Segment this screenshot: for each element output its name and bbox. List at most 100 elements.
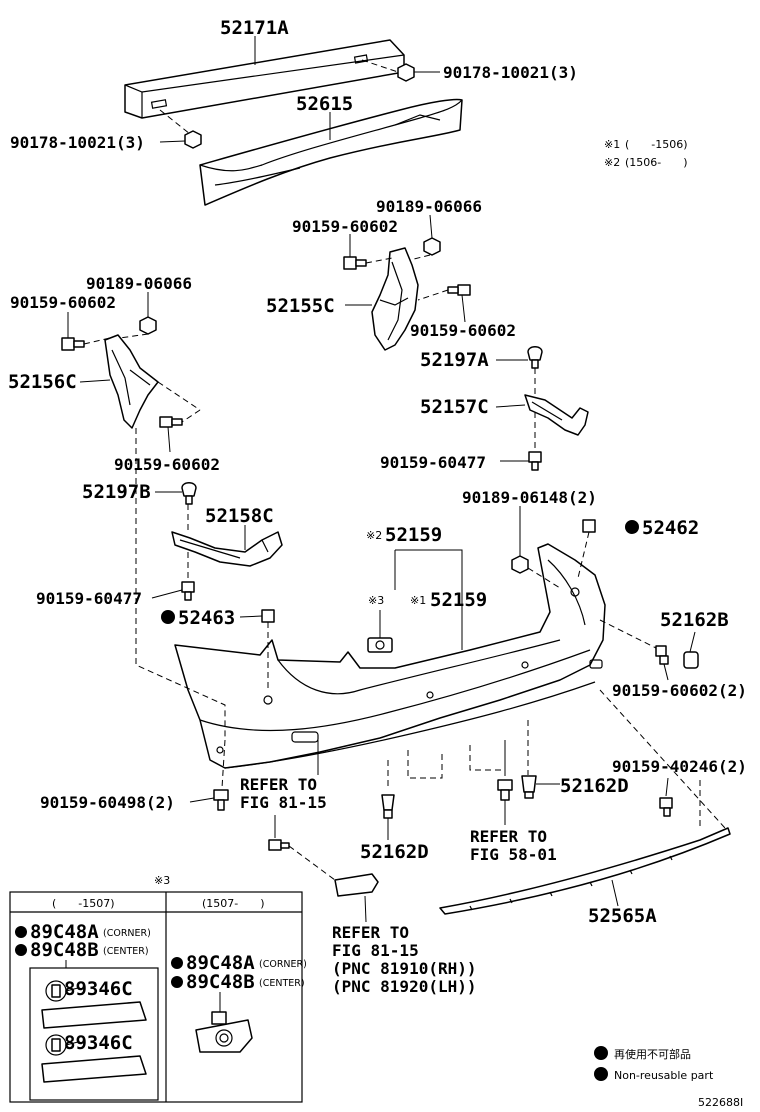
inset-corner: (CORNER) [103, 928, 151, 939]
label-sensor-b2: 89C48B [186, 971, 255, 993]
figure-id: 522688I [698, 1096, 743, 1109]
label-lower-screw: 90159-40246(2) [612, 757, 747, 776]
label-lower-clip: 52162D [560, 775, 629, 797]
square-nut-icon [261, 609, 275, 623]
clip-icon [521, 775, 537, 799]
inset-table [9, 891, 303, 1103]
screw-icon [159, 416, 183, 428]
screw-icon [268, 839, 290, 851]
bolt-icon [497, 779, 513, 801]
label-spoiler: 52565A [588, 905, 657, 927]
r-retainer-drawing [524, 394, 589, 436]
label-l-clip: 52197B [82, 481, 151, 503]
label-bolt-upper-left: 90178-10021(3) [10, 133, 145, 152]
note2-range: (1506- ) [625, 156, 688, 169]
screw-icon [659, 797, 673, 817]
clip-icon [527, 346, 543, 369]
screw-icon [343, 256, 367, 270]
nut-icon [423, 237, 441, 256]
inset-col-right: (1507- ) [202, 897, 265, 910]
ref3-line1: REFER TO [332, 923, 409, 942]
sensor-bracket-drawing [195, 1011, 253, 1053]
label-l-bracket: 52156C [8, 371, 77, 393]
square-nut-icon [582, 519, 596, 533]
r-bracket-drawing [371, 247, 419, 351]
label-l-retainer-screw: 90159-60477 [36, 589, 142, 608]
bolt-icon [397, 63, 415, 82]
inset-corner2: (CORNER) [259, 959, 307, 970]
ref2-line1: REFER TO [470, 827, 547, 846]
label-retainer-1: 89346C [64, 978, 133, 1000]
ref3-line2: FIG 81-15 [332, 941, 419, 960]
ref1-line2: FIG 81-15 [240, 793, 327, 812]
nonreusable-dot [15, 926, 27, 938]
nonreusable-dot [15, 944, 27, 956]
legend-dot [594, 1046, 608, 1060]
label-r-side-screw: 90159-60602(2) [612, 681, 747, 700]
ref3-line3: (PNC 81910(RH)) [332, 959, 477, 978]
nonreusable-dot [171, 957, 183, 969]
screw-icon [61, 337, 85, 351]
label-cover-b: 52159 [430, 589, 487, 611]
ref3-line4: (PNC 81920(LH)) [332, 977, 477, 996]
note2-mark: ※2 [604, 156, 620, 169]
note1-range: ( -1506) [625, 138, 688, 151]
nut-icon [139, 316, 157, 335]
note1-mark: ※1 [604, 138, 620, 151]
nonreusable-dot [625, 520, 639, 534]
label-retainer-2: 89346C [64, 1032, 133, 1054]
label-lower-l-screw: 90159-60498(2) [40, 793, 175, 812]
label-r-bracket-screw-side: 90159-60602 [410, 321, 516, 340]
label-r-clip: 52197A [420, 349, 489, 371]
reinforcement-drawing [124, 36, 405, 119]
inset-col-left: ( -1507) [52, 897, 115, 910]
absorber-drawing [199, 98, 463, 206]
label-r-nonreusable: 52462 [642, 517, 699, 539]
nonreusable-dot [161, 610, 175, 624]
screw-icon [213, 789, 229, 811]
ref1-line1: REFER TO [240, 775, 317, 794]
cover-b-mark: ※1 [410, 594, 426, 607]
bumper-cover-drawing [174, 543, 606, 769]
label-r-bracket-screw-top: 90159-60602 [292, 217, 398, 236]
label-l-bracket-screw-top: 90159-60602 [10, 293, 116, 312]
ref2-line2: FIG 58-01 [470, 845, 557, 864]
nonreusable-dot [171, 976, 183, 988]
legend-en: Non-reusable part [614, 1069, 714, 1082]
label-r-clip-b: 52162B [660, 609, 729, 631]
label-l-nonreusable: 52463 [178, 607, 235, 629]
inset-center: (CENTER) [103, 946, 149, 957]
label-r-retainer: 52157C [420, 396, 489, 418]
screw-icon [528, 451, 542, 471]
sensor-icon [367, 637, 393, 653]
sensor-mark: ※3 [368, 594, 384, 607]
label-reinforcement: 52171A [220, 17, 289, 39]
label-sensor-a1: 89C48A [30, 921, 99, 943]
l-retainer-drawing [171, 531, 283, 567]
label-l-bracket-nut: 90189-06066 [86, 274, 192, 293]
label-bolt-upper-right: 90178-10021(3) [443, 63, 578, 82]
label-r-bracket: 52155C [266, 295, 335, 317]
label-r-bracket-nut: 90189-06066 [376, 197, 482, 216]
spoiler-drawing [439, 827, 731, 915]
cover-a-mark: ※2 [366, 529, 382, 542]
screw-icon [655, 645, 669, 665]
legend-dot [594, 1067, 608, 1081]
label-sensor-a2: 89C48A [186, 952, 255, 974]
label-l-retainer: 52158C [205, 505, 274, 527]
inset-mark: ※3 [154, 874, 170, 887]
label-l-bracket-screw-bottom: 90159-60602 [114, 455, 220, 474]
screw-icon [447, 284, 471, 296]
clip-icon [381, 794, 395, 819]
label-r-retainer-screw: 90159-60477 [380, 453, 486, 472]
label-bumper-nut: 90189-06148(2) [462, 488, 597, 507]
inset-center2: (CENTER) [259, 978, 305, 989]
clip-icon [683, 651, 699, 669]
legend-jp: 再使用不可部品 [614, 1047, 691, 1061]
l-bracket-drawing [104, 334, 159, 429]
retainer-drawing [41, 980, 147, 1083]
nut-icon [511, 555, 529, 574]
label-cover-a: 52159 [385, 524, 442, 546]
label-sensor-b1: 89C48B [30, 939, 99, 961]
label-center-clip: 52162D [360, 841, 429, 863]
